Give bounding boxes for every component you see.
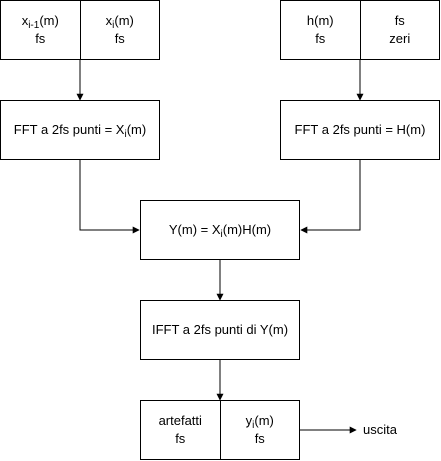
input-block-left-size: fs [35, 31, 46, 46]
input-block-left-label: xi-1(m) [21, 13, 59, 32]
fft-h-block: FFT a 2fs punti = H(m) [280, 100, 440, 160]
output-block-left-label: artefatti [158, 413, 202, 429]
output-block-right-size: fs [254, 431, 265, 446]
filter-block-left-size: fs [315, 31, 326, 46]
filter-block-right-cell: fs zeri [359, 1, 440, 59]
input-block-right-size: fs [114, 31, 125, 46]
output-block-left-size: fs [175, 431, 186, 446]
input-block-left-cell: xi-1(m) fs [1, 1, 80, 59]
input-block: xi-1(m) fs xi(m) fs [0, 0, 160, 60]
output-block-right-label: yi(m) [245, 413, 274, 432]
ifft-block: IFFT a 2fs punti di Y(m) [140, 300, 300, 360]
product-block: Y(m) = Xi(m)H(m) [140, 200, 300, 260]
output-block-left-cell: artefatti fs [141, 401, 220, 459]
ifft-label: IFFT a 2fs punti di Y(m) [151, 322, 289, 338]
filter-block: h(m) fs fs zeri [280, 0, 440, 60]
input-block-right-label: xi(m) [105, 13, 134, 32]
output-block: artefatti fs yi(m) fs [140, 400, 300, 460]
product-label: Y(m) = Xi(m)H(m) [168, 222, 272, 241]
arrow-fft-h-to-product [300, 160, 361, 234]
filter-block-left-label: h(m) [306, 13, 334, 29]
output-label: uscita [363, 422, 397, 437]
filter-block-right-size: zeri [389, 31, 411, 46]
fft-x-label: FFT a 2fs punti = Xi(m) [13, 122, 147, 141]
arrow-fft-x-to-product [79, 160, 140, 234]
fft-x-block: FFT a 2fs punti = Xi(m) [0, 100, 160, 160]
filter-block-left-cell: h(m) fs [281, 1, 360, 59]
fft-h-label: FFT a 2fs punti = H(m) [294, 122, 426, 138]
output-block-right-cell: yi(m) fs [219, 401, 300, 459]
filter-block-right-label: fs [394, 13, 405, 29]
input-block-right-cell: xi(m) fs [79, 1, 160, 59]
